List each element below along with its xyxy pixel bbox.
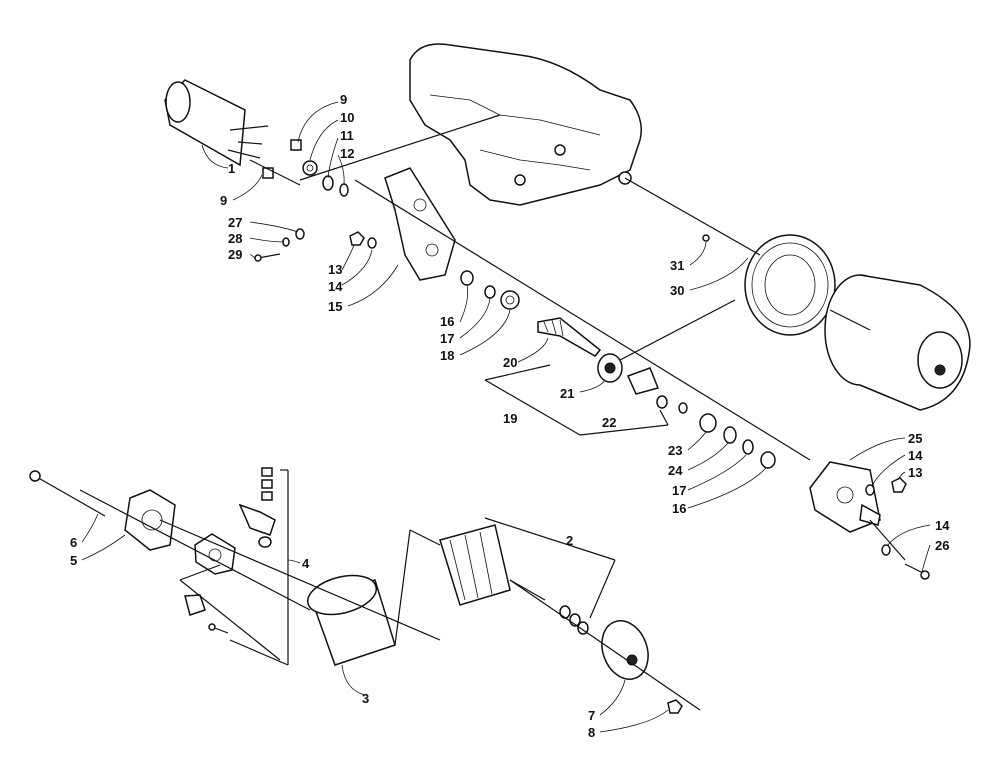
callout-9b: 9 xyxy=(220,193,227,208)
callout-13a: 13 xyxy=(328,262,342,277)
callout-1: 1 xyxy=(228,161,235,176)
engine-block xyxy=(409,43,642,206)
mounting-bracket xyxy=(384,167,456,281)
leader-lines xyxy=(81,101,931,733)
callout-14c: 14 xyxy=(935,518,950,533)
callout-31: 31 xyxy=(670,258,684,273)
callout-6: 6 xyxy=(70,535,77,550)
starter-motor xyxy=(164,79,269,167)
starter-fasteners xyxy=(262,139,349,197)
callout-29: 29 xyxy=(228,247,242,262)
callout-14a: 14 xyxy=(328,279,343,294)
callout-12: 12 xyxy=(340,146,354,161)
callout-13b: 13 xyxy=(908,465,922,480)
callout-21: 21 xyxy=(560,386,574,401)
drive-shaft xyxy=(537,317,602,357)
callout-16a: 16 xyxy=(440,314,454,329)
end-cap xyxy=(124,489,176,551)
callout-3: 3 xyxy=(362,691,369,706)
motor-housing-tube xyxy=(307,574,396,666)
callout-18: 18 xyxy=(440,348,454,363)
callout-17b: 17 xyxy=(672,483,686,498)
callout-14b: 14 xyxy=(908,448,923,463)
shaft-parts-right xyxy=(699,413,776,469)
drive-end-plate xyxy=(601,620,649,680)
end-nut-8 xyxy=(667,699,683,714)
clutch-pulley xyxy=(824,274,971,411)
callout-17a: 17 xyxy=(440,331,454,346)
callout-9a: 9 xyxy=(340,92,347,107)
callout-labels: 1 2 3 4 5 6 7 8 9 9 10 11 12 13 13 14 14… xyxy=(70,92,950,740)
callout-7: 7 xyxy=(588,708,595,723)
callout-20: 20 xyxy=(503,355,517,370)
callout-10: 10 xyxy=(340,110,354,125)
ring-gear-sprocket xyxy=(744,234,836,336)
shaft-parts-left xyxy=(460,270,520,310)
callout-26: 26 xyxy=(935,538,949,553)
callout-24: 24 xyxy=(668,463,683,478)
callout-15: 15 xyxy=(328,299,342,314)
callout-8: 8 xyxy=(588,725,595,740)
callout-2: 2 xyxy=(566,533,573,548)
callout-25: 25 xyxy=(908,431,922,446)
callout-5: 5 xyxy=(70,553,77,568)
bracket-fasteners xyxy=(254,228,377,262)
housing-fasteners xyxy=(865,477,930,580)
small-clip-31 xyxy=(702,234,710,242)
assembly-lines xyxy=(79,114,906,711)
brush-holder xyxy=(194,533,236,575)
drive-housing xyxy=(809,461,881,533)
callout-30: 30 xyxy=(670,283,684,298)
drive-clutch xyxy=(597,353,688,414)
brush-parts xyxy=(184,467,276,634)
callout-11: 11 xyxy=(340,128,354,143)
callout-27: 27 xyxy=(228,215,242,230)
callout-16b: 16 xyxy=(672,501,686,516)
callout-22: 22 xyxy=(602,415,616,430)
callout-19: 19 xyxy=(503,411,517,426)
callout-23: 23 xyxy=(668,443,682,458)
long-through-bolt xyxy=(29,470,106,517)
callout-4: 4 xyxy=(302,556,310,571)
callout-28: 28 xyxy=(228,231,242,246)
